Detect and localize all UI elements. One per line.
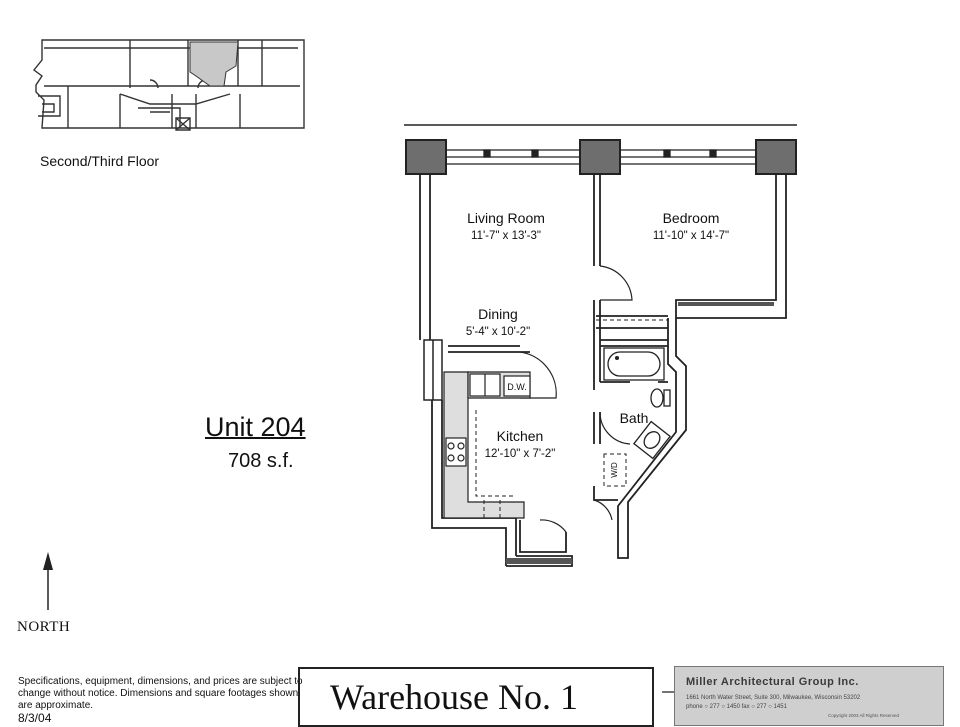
structural-columns	[405, 139, 797, 175]
room-dims-dining: 5'-4" x 10'-2"	[466, 326, 530, 338]
bath-fixtures	[603, 347, 671, 460]
wall-hatch	[506, 302, 774, 564]
window-wall	[446, 149, 756, 165]
room-name-bedroom: Bedroom	[663, 210, 720, 226]
door-swings	[519, 265, 633, 533]
exterior-walls	[419, 174, 787, 567]
north-arrow-icon	[43, 552, 53, 610]
key-plan-caption: Second/Third Floor	[40, 153, 160, 169]
key-plan-outline	[33, 39, 305, 131]
architect-firm-phone: phone ○ 277 ○ 1450 fax ○ 277 ○ 1451	[686, 704, 787, 710]
overhead-cabinet-lines	[475, 319, 668, 518]
unit-title: Unit 204	[205, 412, 306, 442]
room-dims-living: 11'-7" x 13'-3"	[471, 230, 541, 242]
dishwasher-label: D.W.	[507, 382, 527, 392]
room-name-dining: Dining	[478, 306, 518, 322]
key-plan-highlighted-unit	[189, 41, 239, 87]
toilet	[650, 388, 664, 408]
interior-walls	[448, 174, 668, 501]
architect-firm-block	[674, 666, 944, 726]
disclaimer-text: Specifications, equipment, dimensions, a…	[18, 676, 303, 711]
north-label: NORTH	[17, 619, 71, 635]
unit-area: 708 s.f.	[228, 450, 294, 472]
architect-firm-name: Miller Architectural Group Inc.	[686, 676, 859, 688]
architect-firm-address: 1661 North Water Street, Suite 300, Milw…	[686, 695, 861, 701]
architect-copyright: Copyright 2003 All Rights Reserved	[828, 713, 900, 718]
kitchen-counters	[443, 371, 531, 519]
room-name-kitchen: Kitchen	[497, 428, 544, 444]
building-title: Warehouse No. 1	[330, 677, 579, 717]
room-dims-kitchen: 12'-10" x 7'-2"	[485, 448, 556, 460]
room-name-living: Living Room	[467, 210, 545, 226]
west-window	[423, 339, 443, 401]
room-name-bath: Bath	[620, 410, 649, 426]
room-dims-bedroom: 11'-10" x 14'-7"	[653, 230, 729, 242]
washer-dryer-label: W/D	[610, 462, 619, 478]
plan-date: 8/3/04	[18, 711, 52, 725]
